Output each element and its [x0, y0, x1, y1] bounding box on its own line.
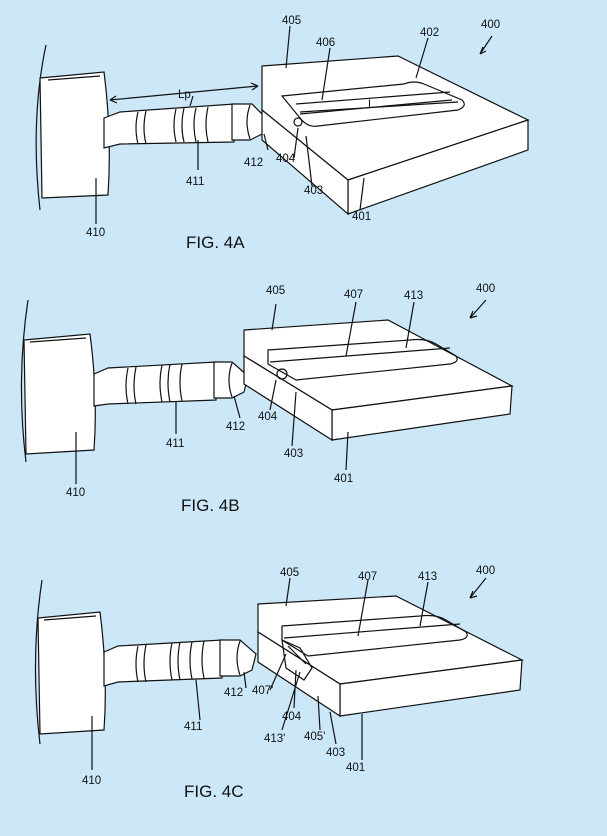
ref-411: 411	[184, 721, 202, 733]
ref-405: 405	[282, 15, 301, 27]
ref-405p: 405'	[304, 731, 325, 743]
ref-404: 404	[276, 153, 296, 165]
figure-4a: 400 405 406 402 Lp L 412 404 403 411 410…	[35, 15, 530, 252]
ref-404: 404	[282, 711, 302, 723]
ref-404: 404	[258, 411, 278, 423]
ref-402: 402	[420, 27, 439, 39]
ref-413p: 413'	[264, 733, 285, 745]
ref-400: 400	[481, 19, 500, 31]
ref-403: 403	[304, 185, 323, 197]
ref-407: 407	[344, 289, 363, 301]
ref-412: 412	[226, 421, 245, 433]
ref-407p: 407'	[252, 685, 273, 697]
ref-410: 410	[86, 227, 105, 239]
ref-401: 401	[352, 211, 371, 223]
ref-406: 406	[316, 37, 335, 49]
ref-413: 413	[418, 571, 437, 583]
figure-4c: 400 405 407 413 412 407' 404 411 413' 40…	[34, 565, 524, 801]
ref-411: 411	[186, 176, 204, 188]
ref-400: 400	[476, 283, 495, 295]
ref-410: 410	[66, 487, 85, 499]
ref-403: 403	[326, 747, 345, 759]
ref-411: 411	[166, 438, 184, 450]
ref-l: L	[368, 99, 375, 111]
ref-lp: Lp	[178, 89, 191, 101]
ref-405: 405	[280, 567, 299, 579]
ref-407: 407	[358, 571, 377, 583]
ref-400: 400	[476, 565, 495, 577]
ref-410: 410	[82, 775, 101, 787]
ref-413: 413	[404, 290, 423, 302]
ref-412: 412	[224, 687, 243, 699]
caption-fig-4b: FIG. 4B	[181, 496, 240, 515]
ref-401: 401	[346, 762, 365, 774]
caption-fig-4a: FIG. 4A	[186, 233, 245, 252]
ref-403: 403	[284, 448, 303, 460]
caption-fig-4c: FIG. 4C	[184, 782, 244, 801]
figure-4b: 400 405 407 413 404 412 411 403 401 410 …	[20, 283, 514, 515]
ref-412: 412	[244, 157, 263, 169]
ref-401: 401	[334, 473, 353, 485]
ref-405: 405	[266, 285, 285, 297]
